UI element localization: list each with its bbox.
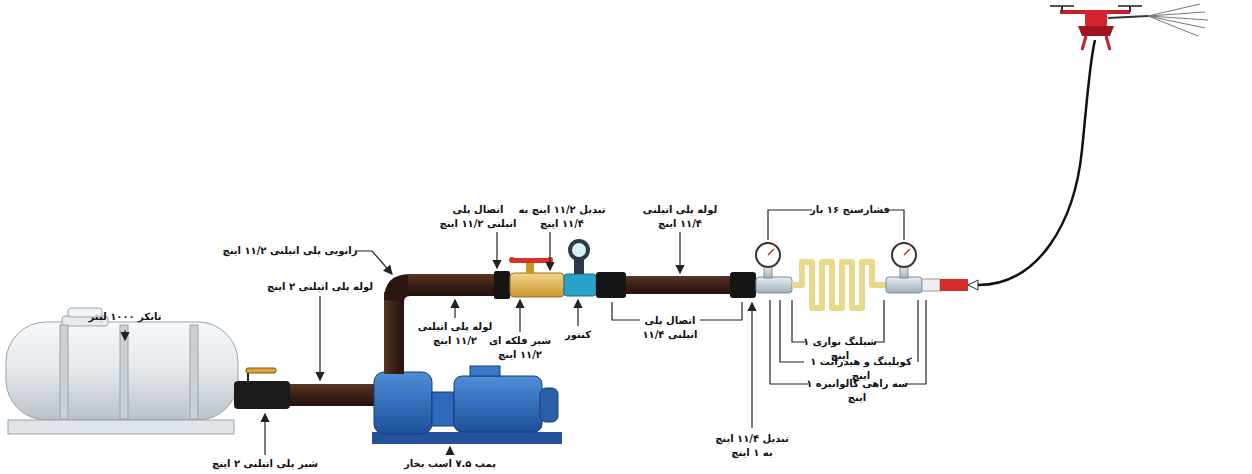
gate-valve: [509, 257, 564, 297]
leader-lines: [125, 210, 926, 455]
coupling: [494, 271, 510, 299]
flow-meter: [564, 239, 596, 296]
reducer: [596, 272, 626, 298]
part-label: تبدیل ۱۱/۲ اینچ به ۱۱/۴ اینچ: [515, 203, 610, 230]
elbow: [384, 274, 410, 302]
part-label: تانکر ۱۰۰۰ لیتر: [89, 310, 162, 324]
pipe-1-25in: [626, 276, 732, 294]
pipe-vertical: [384, 292, 404, 374]
part-label: لوله پلی اتیلنی ۱۱/۴ اینچ: [640, 203, 720, 230]
nozzle-red: [940, 279, 968, 291]
pipe-1-5in: [408, 274, 496, 296]
part-label: لوله پلی اتیلنی ۲ اینچ: [267, 280, 373, 294]
part-label: شیر پلی اتیلنی ۲ اینچ: [212, 457, 318, 471]
pump: [372, 366, 562, 444]
part-label: اتصال پلی اتیلنی ۱۱/۲ اینچ: [438, 203, 518, 230]
pipe-2in: [290, 384, 380, 406]
part-label: فشارسنج ۱۶ بار: [810, 203, 890, 217]
part-label: کوپلینگ و هیدرانت ۱ اینچ: [801, 355, 921, 382]
flat-hose: [792, 262, 886, 308]
part-label: اتصال پلی اتیلنی ۱۱/۴: [640, 314, 700, 341]
drone: [1050, 4, 1208, 50]
part-label: کنتور: [565, 328, 591, 342]
tee-gauge-2: [886, 243, 922, 293]
part-label: سه راهی گالوانیزه ۱ اینچ: [805, 377, 909, 404]
tee-gauge-1: [756, 243, 792, 293]
part-label: زانویی پلی اتیلنی ۱۱/۲ اینچ: [223, 244, 358, 258]
coupling-1-25: [730, 272, 756, 298]
part-label: پمپ ۷.۵ اسب بخار: [404, 457, 496, 471]
nozzle: [922, 279, 940, 291]
part-label: شیر فلکه ای ۱۱/۲ اینچ: [480, 334, 560, 361]
drone-hose: [978, 40, 1095, 285]
part-label: تبدیل ۱۱/۴ اینچ به ۱ اینچ: [712, 432, 792, 459]
tank: [6, 308, 290, 434]
part-label: لوله پلی اتیلنی ۱۱/۲ اینچ: [415, 320, 495, 347]
